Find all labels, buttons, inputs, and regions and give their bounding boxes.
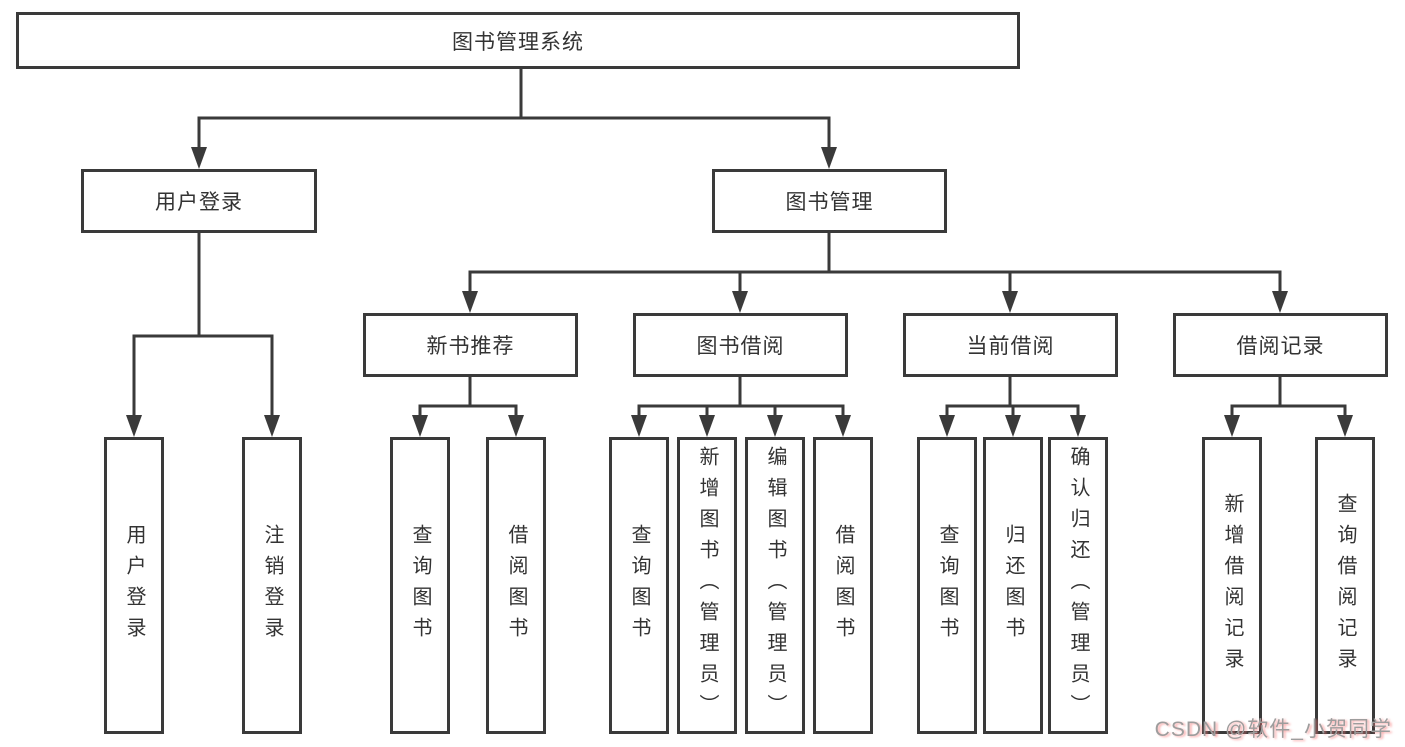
node-book-management-label: 图书管理	[785, 191, 874, 214]
leaf-borrow-books-1: 借阅图书	[486, 437, 546, 734]
node-current-borrow: 当前借阅	[903, 313, 1118, 377]
leaf-user-login: 用户登录	[104, 437, 164, 734]
node-new-book-recommend-label: 新书推荐	[426, 335, 515, 358]
leaf-borrow-books-1-label: 借阅图书	[505, 523, 527, 648]
leaf-confirm-return-admin-label: 确认归还（管理员）	[1067, 446, 1089, 725]
node-current-borrow-label: 当前借阅	[966, 335, 1055, 358]
leaf-borrow-books-2: 借阅图书	[813, 437, 873, 734]
leaf-add-borrow-record-label: 新增借阅记录	[1221, 492, 1243, 679]
node-root: 图书管理系统	[16, 12, 1020, 69]
leaf-query-books-2-label: 查询图书	[628, 523, 650, 648]
node-new-book-recommend: 新书推荐	[363, 313, 578, 377]
leaf-user-login-label: 用户登录	[123, 523, 145, 648]
leaf-query-books-1: 查询图书	[390, 437, 450, 734]
node-user-login-label: 用户登录	[155, 191, 243, 214]
leaf-query-books-3: 查询图书	[917, 437, 977, 734]
leaf-logout-label: 注销登录	[261, 523, 283, 648]
leaf-query-books-2: 查询图书	[609, 437, 669, 734]
leaf-return-books-label: 归还图书	[1002, 523, 1024, 648]
csdn-watermark: CSDN @软件_小贺同学	[1154, 718, 1392, 741]
leaf-query-borrow-record: 查询借阅记录	[1315, 437, 1375, 734]
leaf-confirm-return-admin: 确认归还（管理员）	[1048, 437, 1108, 734]
node-borrow-records-label: 借阅记录	[1236, 335, 1325, 358]
node-root-label: 图书管理系统	[452, 30, 584, 54]
leaf-edit-book-admin-label: 编辑图书（管理员）	[764, 446, 786, 725]
leaf-borrow-books-2-label: 借阅图书	[832, 523, 854, 648]
node-book-management: 图书管理	[712, 169, 947, 233]
node-book-borrow-label: 图书借阅	[696, 335, 785, 358]
leaf-add-borrow-record: 新增借阅记录	[1202, 437, 1262, 734]
leaf-query-books-1-label: 查询图书	[409, 523, 431, 648]
leaf-query-books-3-label: 查询图书	[936, 523, 958, 648]
leaf-add-book-admin-label: 新增图书（管理员）	[696, 446, 718, 725]
leaf-return-books: 归还图书	[983, 437, 1043, 734]
leaf-edit-book-admin: 编辑图书（管理员）	[745, 437, 805, 734]
leaf-add-book-admin: 新增图书（管理员）	[677, 437, 737, 734]
node-borrow-records: 借阅记录	[1173, 313, 1388, 377]
leaf-logout: 注销登录	[242, 437, 302, 734]
leaf-query-borrow-record-label: 查询借阅记录	[1334, 492, 1356, 679]
node-user-login: 用户登录	[81, 169, 317, 233]
node-book-borrow: 图书借阅	[633, 313, 848, 377]
